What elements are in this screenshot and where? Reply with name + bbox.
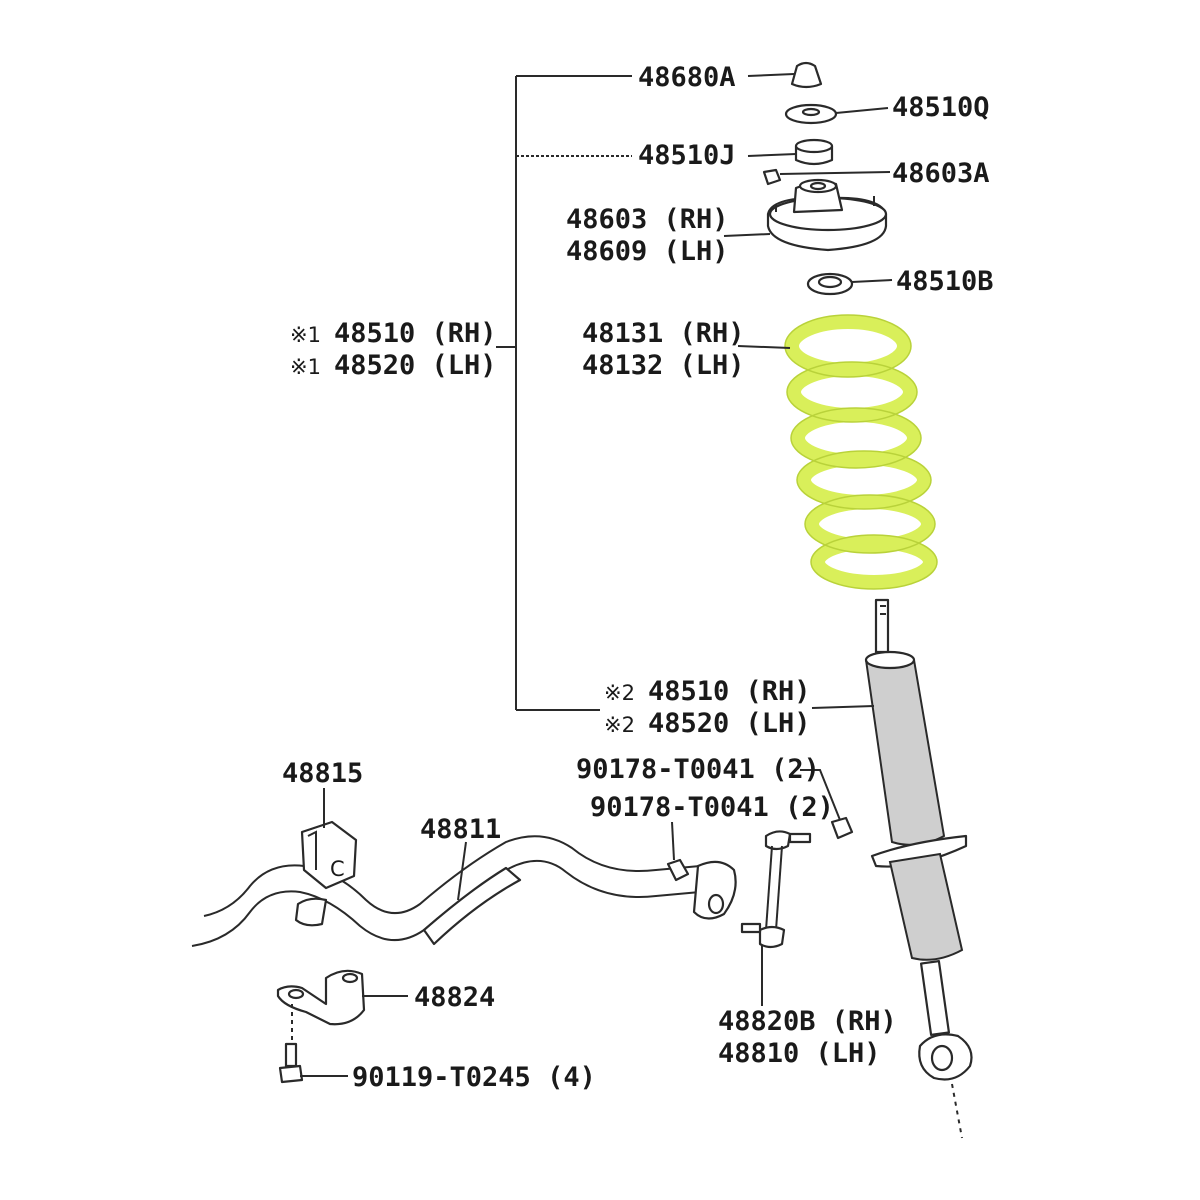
part-48603A-nut	[762, 168, 782, 186]
stabilizer-bar-48811	[191, 835, 737, 947]
label-48603: 48603 (RH)	[566, 204, 729, 235]
mark-1-rh: ※1	[290, 323, 321, 347]
label-nut-2: 90178-T0041 (2)	[590, 792, 834, 823]
mark-2-lh: ※2	[604, 713, 635, 737]
label-48609: 48609 (LH)	[566, 236, 729, 267]
label-48510Q: 48510Q	[892, 92, 990, 123]
part-labels: 48680A 48510Q 48510J 48603A 48603 (RH) 4…	[282, 62, 994, 1093]
leader-lines	[300, 73, 893, 1077]
label-48510J: 48510J	[638, 140, 736, 171]
label-48811: 48811	[420, 814, 501, 845]
label-assembly2-lh: 48520 (LH)	[648, 708, 811, 739]
part-48680A-cap	[790, 61, 823, 89]
part-48510J-bushing	[794, 138, 834, 166]
part-48603-upper-mount	[766, 178, 888, 252]
stabilizer-link-48820B	[666, 816, 854, 949]
bolt-90119	[278, 1004, 304, 1084]
label-assembly1-rh: 48510 (RH)	[334, 318, 497, 349]
svg-text:C: C	[330, 857, 345, 881]
label-assembly2-rh: 48510 (RH)	[648, 676, 811, 707]
label-48815: 48815	[282, 758, 363, 789]
label-48510B: 48510B	[896, 266, 994, 297]
part-48510B-seat	[806, 272, 854, 296]
coil-spring-48131	[784, 314, 938, 590]
label-90119-bolt: 90119-T0245 (4)	[352, 1062, 596, 1093]
label-assembly1-lh: 48520 (LH)	[334, 350, 497, 381]
mark-1-lh: ※1	[290, 355, 321, 379]
bracket-48824	[276, 969, 366, 1026]
mark-2-rh: ※2	[604, 681, 635, 705]
label-48131: 48131 (RH)	[582, 318, 745, 349]
label-48603A: 48603A	[892, 158, 990, 189]
label-48680A: 48680A	[638, 62, 736, 93]
bushing-48815: C	[300, 820, 358, 890]
part-48510Q-washer	[784, 103, 838, 125]
label-48810: 48810 (LH)	[718, 1038, 881, 1069]
label-48824: 48824	[414, 982, 495, 1013]
shock-absorber	[864, 598, 973, 1139]
assembly-bracket	[496, 75, 632, 711]
label-nut-1: 90178-T0041 (2)	[576, 754, 820, 785]
label-48132: 48132 (LH)	[582, 350, 745, 381]
label-48820B: 48820B (RH)	[718, 1006, 897, 1037]
